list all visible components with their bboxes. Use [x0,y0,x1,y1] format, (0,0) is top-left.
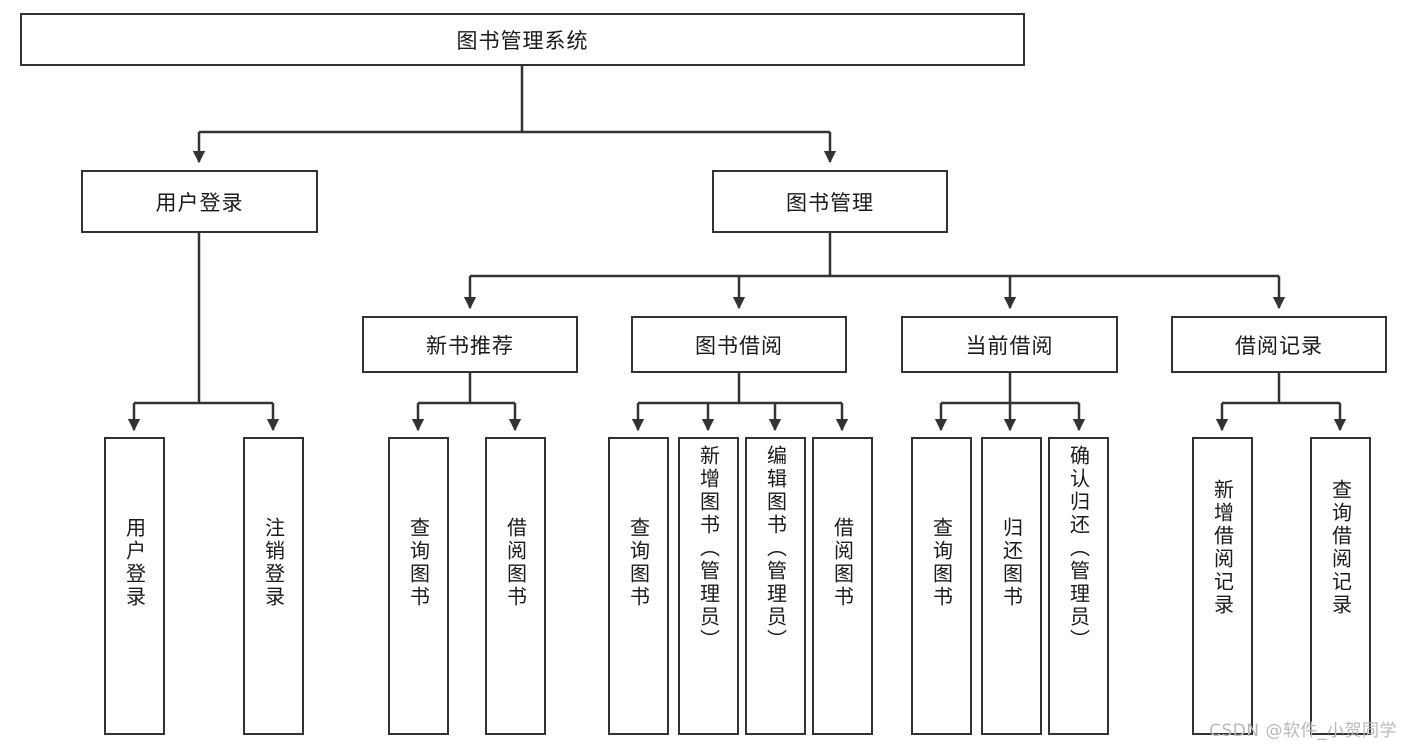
node-label: 图书借阅 [695,333,783,358]
node-label: 借阅图书 [830,517,855,609]
node-book-management[interactable]: 图书管理 [712,170,948,233]
node-label: 新增图书（管理员） [696,445,721,652]
node-label: 确认归还（管理员） [1066,445,1091,652]
node-new-book-recommend[interactable]: 新书推荐 [362,316,578,373]
leaf-borrow-edit-book[interactable]: 编辑图书（管理员） [745,437,806,735]
leaf-record-query[interactable]: 查询借阅记录 [1310,437,1371,735]
node-label: 查询图书 [626,517,651,609]
node-label: 新书推荐 [426,333,514,358]
leaf-current-confirm-return[interactable]: 确认归还（管理员） [1048,437,1109,735]
node-label: 借阅图书 [503,517,528,609]
node-label: 查询图书 [406,517,431,609]
leaf-borrow-add-book[interactable]: 新增图书（管理员） [678,437,739,735]
node-label: 借阅记录 [1235,333,1323,358]
node-current-borrow[interactable]: 当前借阅 [901,316,1118,373]
leaf-borrow-query-book[interactable]: 查询图书 [608,437,669,735]
node-label: 用户登录 [155,190,244,215]
leaf-new-book-borrow[interactable]: 借阅图书 [485,437,546,735]
node-label: 图书管理 [786,190,874,215]
node-root-system[interactable]: 图书管理系统 [20,13,1025,66]
node-label: 用户登录 [122,517,147,609]
leaf-current-query-book[interactable]: 查询图书 [911,437,972,735]
node-user-login[interactable]: 用户登录 [81,170,318,233]
node-label: 查询借阅记录 [1328,479,1353,617]
node-borrow-record[interactable]: 借阅记录 [1171,316,1387,373]
node-label: 新增借阅记录 [1210,479,1235,617]
node-label: 编辑图书（管理员） [763,445,788,652]
leaf-current-return-book[interactable]: 归还图书 [981,437,1042,735]
node-label: 当前借阅 [965,333,1054,358]
leaf-borrow-borrow-book[interactable]: 借阅图书 [812,437,873,735]
leaf-user-login-login[interactable]: 用户登录 [104,437,165,735]
node-book-borrow[interactable]: 图书借阅 [631,316,847,373]
node-label: 注销登录 [261,517,286,609]
leaf-user-login-logout[interactable]: 注销登录 [243,437,304,735]
leaf-record-add[interactable]: 新增借阅记录 [1192,437,1253,735]
leaf-new-book-query[interactable]: 查询图书 [388,437,449,735]
node-label: 图书管理系统 [456,28,589,53]
node-label: 查询图书 [929,517,954,609]
node-label: 归还图书 [999,517,1024,609]
csdn-watermark: CSDN @软件_小贺同学 [1209,721,1397,741]
